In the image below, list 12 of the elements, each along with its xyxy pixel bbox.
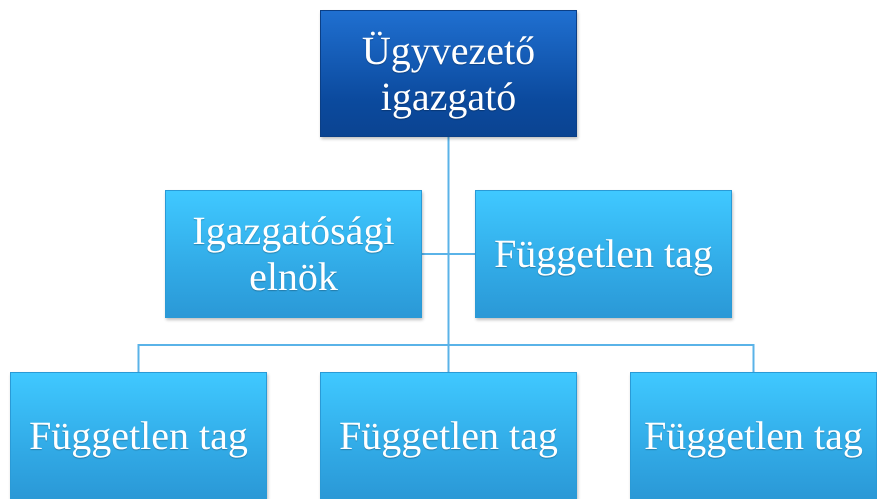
role-box (630, 372, 877, 499)
role-box (320, 372, 577, 499)
role-title: Független tag (28, 412, 249, 458)
role-title: Független tag (338, 412, 559, 458)
executive-box (320, 10, 577, 137)
role-title: Független tag (643, 412, 864, 458)
role-box (165, 190, 422, 318)
role-title: Igazgatósági elnök (191, 208, 396, 300)
role-box (475, 190, 732, 318)
role-title: Független tag (493, 231, 714, 277)
role-title: Ügyvezető igazgató (360, 28, 536, 120)
role-box (10, 372, 267, 499)
